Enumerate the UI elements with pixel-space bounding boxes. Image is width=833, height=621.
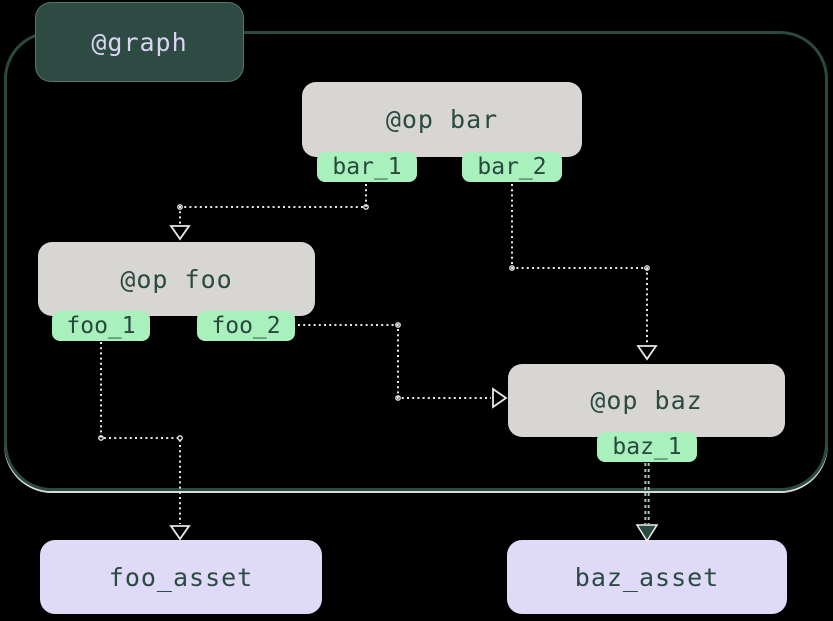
asset-node-baz-asset[interactable]: baz_asset <box>507 540 787 614</box>
asset-baz-label: baz_asset <box>574 562 720 592</box>
op-node-baz[interactable]: @op baz baz_1 <box>508 364 785 462</box>
output-tag-bar-1-text: bar_1 <box>332 154 402 180</box>
op-node-bar[interactable]: @op bar bar_1 bar_2 <box>302 82 582 182</box>
asset-foo-label: foo_asset <box>108 562 254 592</box>
graph-boundary-frame <box>4 31 828 491</box>
output-tag-bar-2-text: bar_2 <box>477 154 547 180</box>
arrowhead-open-foo_asset <box>169 525 191 541</box>
graph-label-text: @graph <box>91 27 188 57</box>
asset-node-foo-asset[interactable]: foo_asset <box>40 540 322 614</box>
graph-label-chip[interactable]: @graph <box>35 2 244 82</box>
op-baz-label: @op baz <box>590 386 703 415</box>
op-node-foo[interactable]: @op foo foo_1 foo_2 <box>38 242 315 341</box>
output-tag-foo-1[interactable]: foo_1 <box>52 311 150 341</box>
arrowhead-filled-baz_asset <box>635 524 659 543</box>
op-foo-label: @op foo <box>120 264 233 294</box>
output-tag-bar-2[interactable]: bar_2 <box>462 152 562 182</box>
output-tag-foo-2-text: foo_2 <box>211 313 281 339</box>
output-tag-bar-1[interactable]: bar_1 <box>317 152 417 182</box>
output-tag-baz-1-text: baz_1 <box>612 434 682 460</box>
output-tag-baz-1[interactable]: baz_1 <box>597 432 697 462</box>
output-tag-foo-1-text: foo_1 <box>66 313 136 339</box>
op-bar-label: @op bar <box>385 105 499 134</box>
output-tag-foo-2[interactable]: foo_2 <box>197 311 295 341</box>
